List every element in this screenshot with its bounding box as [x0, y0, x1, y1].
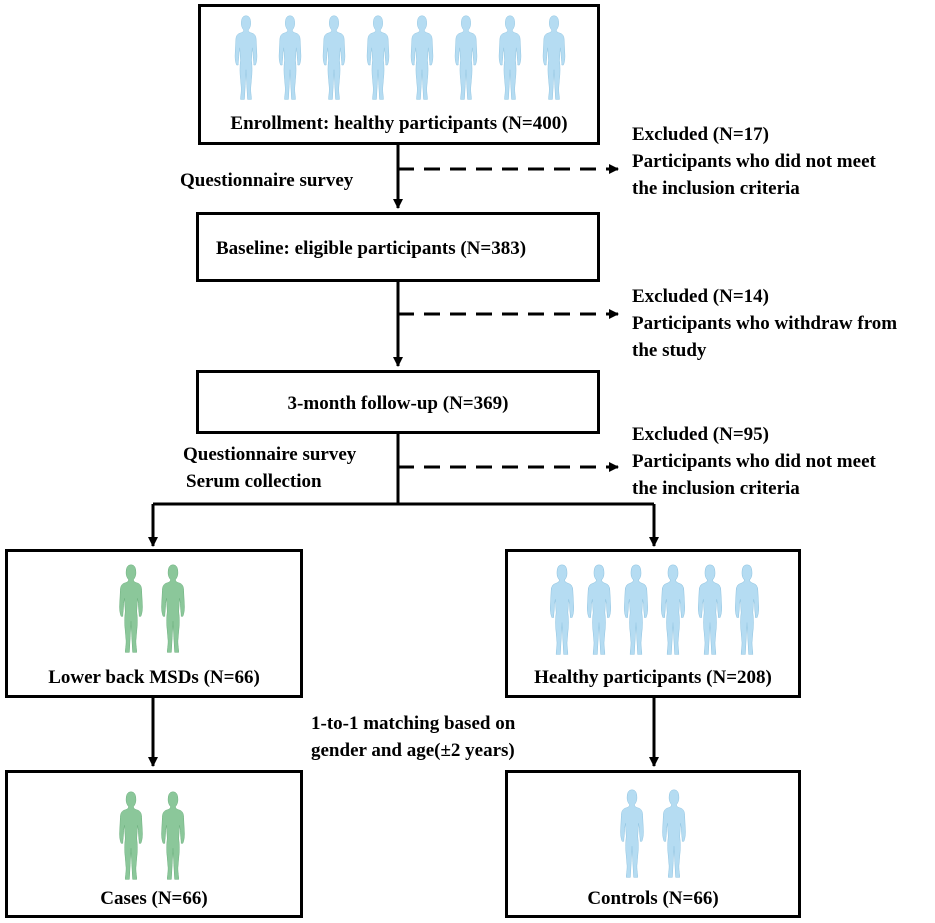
person-figure-icon: [234, 15, 566, 101]
controls-label: Controls (N=66): [587, 888, 719, 909]
enrollment-box: Enrollment: healthy participants (N=400): [198, 4, 600, 145]
exclusion-2-line-2: the study: [632, 340, 707, 361]
healthy-label: Healthy participants (N=208): [534, 667, 772, 688]
exclusion-1-line-1: Participants who did not meet: [632, 151, 876, 172]
controls-box: Controls (N=66): [505, 770, 801, 918]
healthy-box: Healthy participants (N=208): [505, 549, 801, 698]
matching-line-2: gender and age(±2 years): [311, 740, 515, 761]
exclusion-2: Excluded (N=14) Participants who withdra…: [632, 283, 897, 364]
msd-label: Lower back MSDs (N=66): [48, 667, 260, 688]
cases-figures: [110, 791, 200, 881]
msd-box: Lower back MSDs (N=66): [5, 549, 303, 698]
followup-box: 3-month follow-up (N=369): [196, 370, 600, 434]
exclusion-1: Excluded (N=17) Participants who did not…: [632, 121, 876, 202]
msd-figures: [110, 564, 200, 654]
person-figure-icon: [549, 564, 760, 655]
step-questionnaire-1: Questionnaire survey: [180, 170, 354, 191]
exclusion-1-title: Excluded (N=17): [632, 124, 769, 145]
matching-note: 1-to-1 matching based on gender and age(…: [311, 710, 515, 764]
exclusion-3-line-1: Participants who did not meet: [632, 451, 876, 472]
cases-box: Cases (N=66): [5, 770, 303, 918]
matching-line-1: 1-to-1 matching based on: [311, 713, 516, 734]
exclusion-3-title: Excluded (N=95): [632, 424, 769, 445]
followup-label: 3-month follow-up (N=369): [287, 393, 509, 414]
exclusion-3: Excluded (N=95) Participants who did not…: [632, 421, 876, 502]
step-questionnaire-2: Questionnaire survey: [183, 444, 357, 465]
step-labels-2: Questionnaire survey Serum collection: [183, 441, 356, 495]
cases-label: Cases (N=66): [100, 888, 208, 909]
controls-figures: [611, 789, 701, 879]
exclusion-2-title: Excluded (N=14): [632, 286, 769, 307]
enrollment-figures: [226, 15, 578, 101]
exclusion-2-line-1: Participants who withdraw from: [632, 313, 898, 334]
baseline-box: Baseline: eligible participants (N=383): [196, 212, 600, 282]
person-figure-icon: [118, 564, 186, 653]
enrollment-label: Enrollment: healthy participants (N=400): [230, 113, 568, 134]
step-serum-collection: Serum collection: [186, 471, 322, 492]
person-figure-icon: [118, 791, 186, 880]
baseline-label: Baseline: eligible participants (N=383): [216, 238, 527, 259]
person-figure-icon: [619, 789, 687, 878]
exclusion-3-line-2: the inclusion criteria: [632, 478, 800, 499]
exclusion-1-line-2: the inclusion criteria: [632, 178, 800, 199]
healthy-figures: [544, 564, 768, 656]
